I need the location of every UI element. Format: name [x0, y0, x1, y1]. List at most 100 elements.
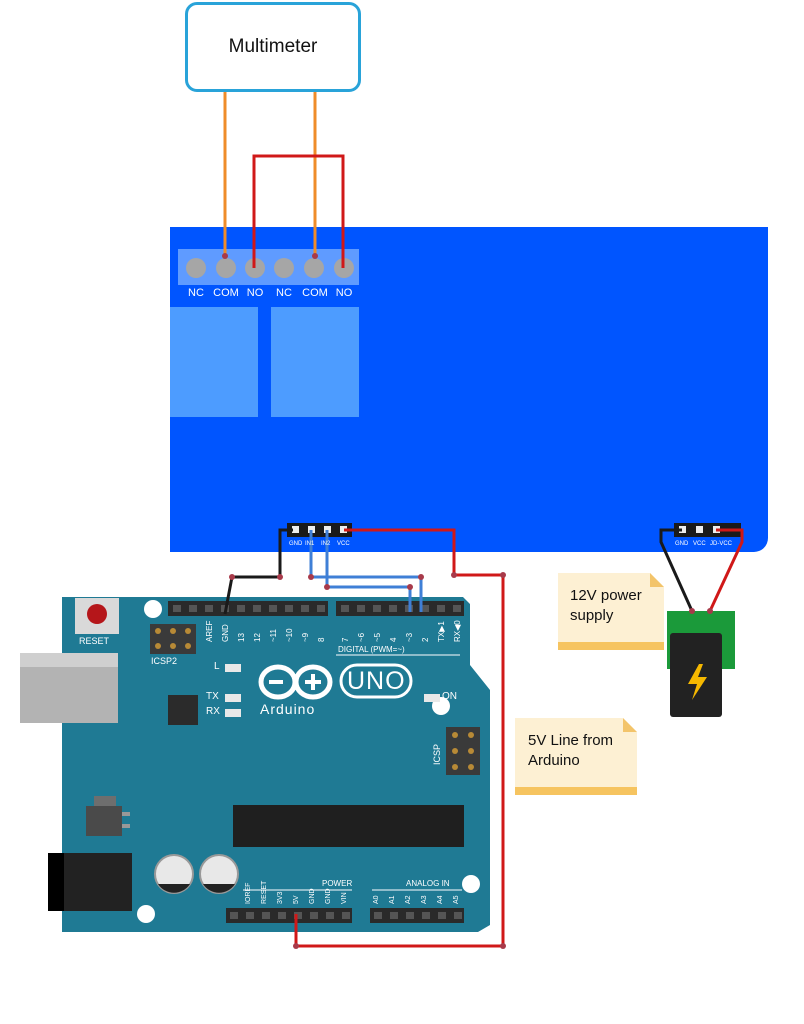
control-header-in1: IN1 [305, 541, 315, 547]
uno-text: UNO [347, 667, 406, 695]
digital-header-right [336, 601, 464, 616]
led-on-label: ON [442, 691, 457, 702]
wire-12v-jdvcc [708, 528, 744, 612]
header-pin [453, 605, 461, 612]
bottom-pin-label: A1 [389, 895, 396, 904]
led-on [424, 694, 440, 702]
led-tx [225, 694, 241, 702]
terminal-label: COM [302, 287, 328, 299]
reset-label: RESET [79, 636, 110, 646]
header-pin [390, 912, 398, 919]
terminal-screw [304, 258, 324, 278]
top-pin-label: TX▶1 [437, 621, 446, 642]
top-pin-label: 13 [237, 633, 246, 642]
power-header-gnd: GND [675, 541, 689, 547]
top-pin-label: ~6 [357, 632, 366, 642]
led-l-label: L [214, 661, 220, 672]
header-pin [189, 605, 197, 612]
digital-label: DIGITAL (PWM=~) [338, 645, 405, 654]
led-tx-label: TX [206, 691, 219, 702]
mount-hole [462, 875, 480, 893]
top-pin-label: GND [221, 624, 230, 642]
header-pin [253, 605, 261, 612]
header-pin [205, 605, 213, 612]
usb-chip [168, 695, 198, 725]
bottom-pin-label: A2 [405, 895, 412, 904]
top-pin-label: 2 [421, 637, 430, 642]
top-pin-label: ~9 [301, 632, 310, 642]
relay-power-header [674, 523, 741, 537]
top-pin-label: AREF [205, 620, 214, 642]
top-pin-label: 12 [253, 633, 262, 642]
bottom-pin-label: A4 [437, 895, 444, 904]
header-pin [301, 605, 309, 612]
capacitor [199, 854, 239, 894]
terminal-label: NO [335, 287, 353, 299]
voltage-regulator [94, 796, 116, 808]
led-l [225, 664, 241, 672]
header-pin [389, 605, 397, 612]
wire-12v-gnd [659, 528, 694, 612]
analog-label: ANALOG IN [406, 879, 450, 888]
relay-coil [170, 307, 258, 417]
header-pin [262, 912, 270, 919]
bottom-pin-label: A3 [421, 895, 428, 904]
mount-hole [137, 905, 155, 923]
top-pin-label: ~3 [405, 632, 414, 642]
top-pin-label: 8 [317, 637, 326, 642]
header-pin [246, 912, 254, 919]
header-pin [438, 912, 446, 919]
wire-in1 [309, 530, 423, 612]
header-pin [285, 605, 293, 612]
header-pin [317, 605, 325, 612]
analog-header [370, 908, 464, 923]
control-header-in2: IN2 [321, 541, 331, 547]
arduino-board [62, 597, 490, 932]
lightning-icon [688, 664, 707, 700]
reset-button [87, 604, 107, 624]
arduino-text: Arduino [260, 701, 316, 717]
note-12v-text: 12V power supply [570, 587, 642, 624]
header-pin [173, 605, 181, 612]
top-pin-label: 7 [341, 637, 350, 642]
arduino-logo [258, 664, 333, 700]
bottom-pin-label: RESET [261, 880, 268, 904]
capacitor [154, 854, 194, 894]
icsp-header [446, 727, 480, 775]
icsp2-label: ICSP2 [151, 656, 178, 666]
header-pin [437, 605, 445, 612]
power-header [226, 908, 352, 923]
power-header-vcc: VCC [693, 541, 706, 547]
bottom-pin-label: A0 [373, 895, 380, 904]
power-header-jdvcc: JD-VCC [710, 541, 732, 547]
bottom-pin-label: 5V [293, 895, 300, 904]
terminal-screw [186, 258, 206, 278]
control-header-gnd: GND [289, 541, 303, 547]
digital-header-left [168, 601, 328, 616]
header-pin [310, 912, 318, 919]
header-pin [326, 912, 334, 919]
note-12v [558, 573, 664, 650]
mount-hole [144, 600, 162, 618]
header-pin [269, 605, 277, 612]
control-header-vcc: VCC [337, 541, 350, 547]
header-pin [294, 912, 302, 919]
header-pin [454, 912, 462, 919]
bottom-pin-label: A5 [453, 895, 460, 904]
bottom-pin-label: GND [309, 888, 316, 904]
header-pin [342, 912, 350, 919]
top-pin-label: 4 [389, 637, 398, 642]
top-pin-label: ~10 [285, 628, 294, 642]
header-pin [230, 912, 238, 919]
header-pin [374, 912, 382, 919]
terminal-label: COM [213, 287, 239, 299]
top-pin-label: RX◀0 [453, 620, 462, 642]
header-pin [421, 605, 429, 612]
header-pin [341, 605, 349, 612]
bottom-pin-label: GND [325, 888, 332, 904]
icsp-label: ICSP [432, 743, 442, 765]
terminal-label: NC [276, 287, 292, 299]
uno-badge [339, 663, 413, 699]
wire-in2 [325, 530, 412, 612]
